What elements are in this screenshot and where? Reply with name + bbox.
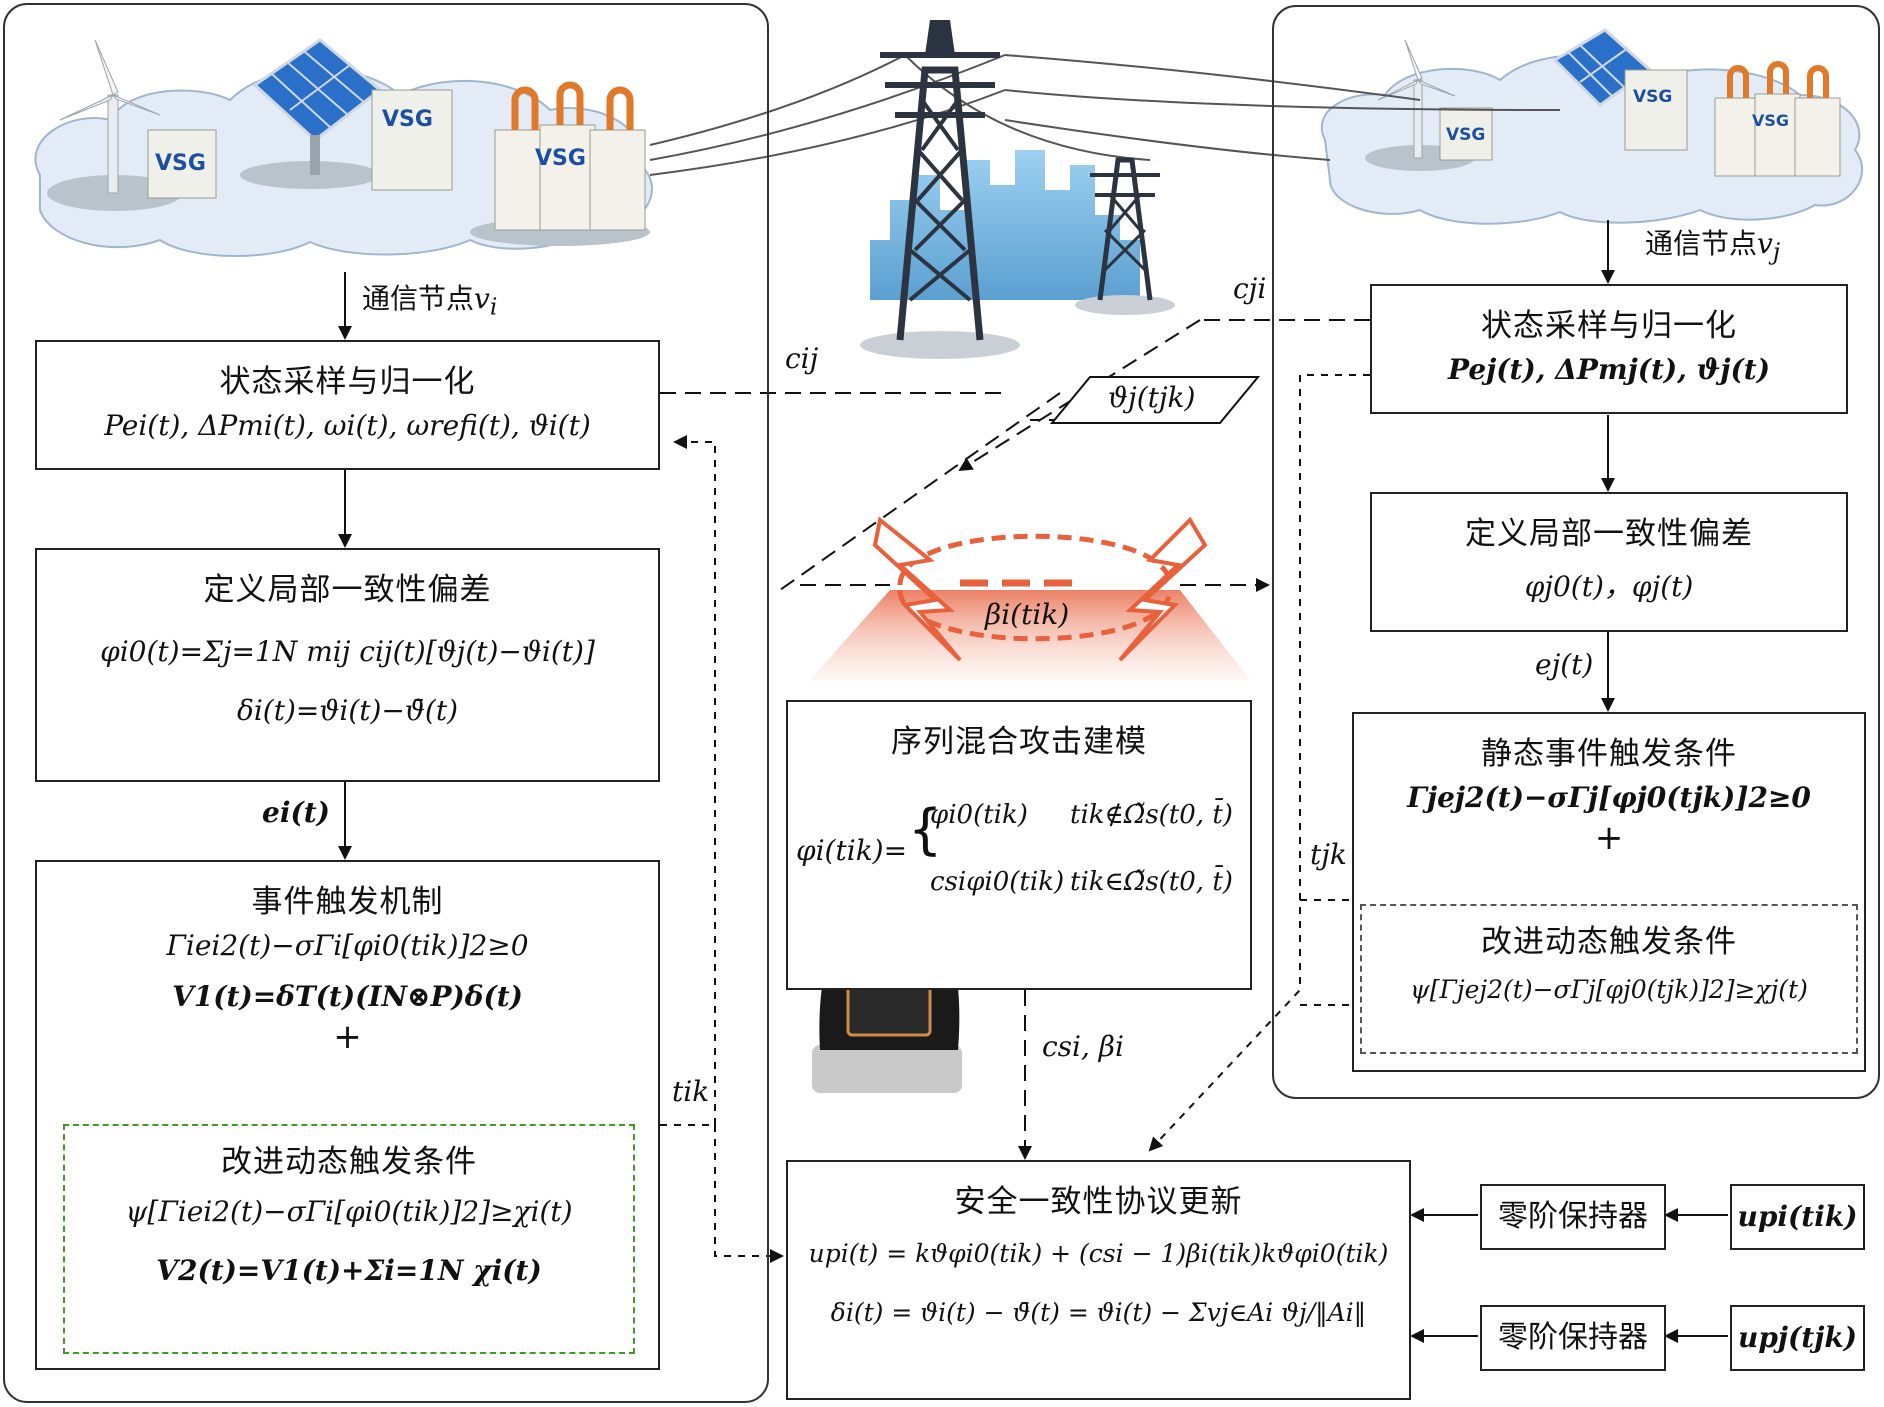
left-deviation-box: 定义局部一致性偏差 φi0(t)=Σj=1N mij cij(t)[ϑj(t)−… [35, 548, 660, 782]
attack-channel [810, 516, 1250, 680]
vsg-label: VSG [1633, 87, 1672, 107]
right-dynamic-formula: ψ[Γjej2(t)−σΓj[φj0(tjk)]2]≥χj(t) [1410, 975, 1808, 1004]
tower-icon [1075, 157, 1175, 315]
input-upi: upi(tik) [1730, 1184, 1865, 1250]
generator-icon: VSG [470, 81, 650, 246]
left-event-title: 事件触发机制 [251, 884, 444, 920]
vsg-label: VSG [382, 107, 433, 132]
right-dynamic-trigger-box: 改进动态触发条件 ψ[Γjej2(t)−σΓj[φj0(tjk)]2]≥χj(t… [1360, 904, 1858, 1054]
left-dynamic-trigger-box: 改进动态触发条件 ψ[Γiei2(t)−σΓi[φi0(tik)]2]≥χi(t… [63, 1124, 635, 1354]
right-deviation-box: 定义局部一致性偏差 φj0(t)，φj(t) [1370, 492, 1848, 632]
left-sample-formula: Pei(t), ΔPmi(t), ωi(t), ωrefi(t), ϑi(t) [104, 409, 591, 442]
right-sample-formula: Pej(t), ΔPmj(t), ϑj(t) [1448, 353, 1770, 386]
left-sample-box: 状态采样与归一化 Pei(t), ΔPmi(t), ωi(t), ωrefi(t… [35, 340, 660, 470]
left-e-label: ei(t) [262, 796, 330, 829]
attack-row1-value: φi0(tik) [930, 800, 1028, 830]
solar-panel-icon: VSG [1552, 28, 1688, 151]
right-dynamic-title: 改进动态触发条件 [1481, 924, 1737, 960]
attack-model-title: 序列混合攻击建模 [891, 724, 1147, 760]
left-event-box: 事件触发机制 Γiei2(t)−σΓi[φi0(tik)]2≥0 V1(t)=δ… [35, 860, 660, 1370]
protocol-update-box: 安全一致性协议更新 upi(t) = kϑφi0(tik) + (csi − 1… [786, 1160, 1411, 1400]
cij-label: cij [785, 342, 819, 375]
vsg-label: VSG [155, 151, 206, 176]
theta-j-packet: ϑj(tjk) [1050, 375, 1260, 425]
left-deviation-title: 定义局部一致性偏差 [203, 572, 492, 608]
right-event-title: 静态事件触发条件 [1481, 736, 1737, 772]
right-deviation-title: 定义局部一致性偏差 [1465, 516, 1753, 552]
beta-label: βi(tik) [985, 598, 1070, 631]
input-upj: upj(tjk) [1730, 1305, 1865, 1371]
left-tk-label: tik [672, 1075, 710, 1108]
right-event-formula: Γjej2(t)−σΓj[φj0(tjk)]2≥0 [1407, 781, 1811, 814]
attack-brace: { [908, 798, 943, 861]
left-dynamic-title: 改进动态触发条件 [221, 1144, 477, 1180]
right-tk-label: tjk [1310, 838, 1347, 871]
left-dynamic-formula-1: ψ[Γiei2(t)−σΓi[φi0(tik)]2]≥χi(t) [125, 1195, 573, 1228]
wind-turbine-icon: VSG [47, 39, 217, 211]
right-event-box: 静态事件触发条件 Γjej2(t)−σΓj[φj0(tjk)]2≥0 + 改进动… [1352, 712, 1866, 1072]
right-node-panel [1272, 5, 1880, 1099]
solar-panel-icon: VSG [240, 38, 453, 191]
attack-row1-condition: tik∉Ω̃s(t0, t̄) [1070, 800, 1233, 830]
right-event-plus: + [1594, 818, 1624, 858]
vsg-label: VSG [535, 146, 586, 171]
power-lines [649, 54, 1561, 176]
right-deviation-formula: φj0(t)，φj(t) [1524, 570, 1694, 603]
vsg-label: VSG [1752, 111, 1789, 130]
right-sample-title: 状态采样与归一化 [1481, 308, 1737, 344]
vsg-label: VSG [1446, 125, 1485, 145]
right-sample-box: 状态采样与归一化 Pej(t), ΔPmj(t), ϑj(t) [1370, 284, 1848, 414]
cji-label: cji [1233, 272, 1267, 305]
right-e-label: ej(t) [1535, 648, 1594, 681]
protocol-title: 安全一致性协议更新 [954, 1184, 1243, 1220]
left-dynamic-formula-2: V2(t)=V1(t)+Σi=1N χi(t) [156, 1254, 542, 1287]
tower-icon [860, 20, 1020, 359]
right-node-label: 通信节点vj [1645, 227, 1781, 266]
zoh-block-2: 零阶保持器 [1480, 1305, 1666, 1371]
wind-turbine-icon: VSG [1365, 39, 1493, 171]
theta-j-label: ϑj(tjk) [1108, 381, 1196, 414]
generator-icon: VSG [1714, 61, 1841, 177]
left-event-formula-2: V1(t)=δT(t)(IN⊗P)δ(t) [172, 980, 523, 1013]
left-deviation-formula-2: δi(t)=ϑi(t)−ϑ̄(t) [236, 694, 459, 727]
solid-arrows [338, 220, 1728, 1343]
attack-model-box: 序列混合攻击建模 φi(tik)= { φi0(tik) tik∉Ω̃s(t0,… [786, 700, 1252, 990]
protocol-formula-1: upi(t) = kϑφi0(tik) + (csi − 1)βi(tik)kϑ… [808, 1239, 1389, 1268]
attack-row2-value: csiφi0(tik) [930, 867, 1065, 897]
protocol-formula-2: δi(t) = ϑi(t) − ϑ̄(t) = ϑi(t) − Σvj∈Ai ϑ… [830, 1298, 1367, 1327]
left-deviation-formula-1: φi0(t)=Σj=1N mij cij(t)[ϑj(t)−ϑi(t)] [100, 635, 595, 668]
attack-lhs: φi(tik)= [796, 834, 908, 867]
left-event-formula-1: Γiei2(t)−σΓi[φi0(tik)]2≥0 [166, 929, 529, 962]
fine-dashed-connectors [660, 374, 1370, 1263]
packet-shape [1050, 376, 1260, 424]
left-node-label: 通信节点vi [362, 282, 498, 321]
left-event-plus: + [333, 1017, 362, 1057]
dashed-connectors [660, 319, 1370, 1160]
csi-beta-label: csi, βi [1042, 1030, 1124, 1063]
city-skyline [870, 150, 1140, 300]
left-node-panel [3, 3, 769, 1403]
zoh-block-1: 零阶保持器 [1480, 1184, 1666, 1250]
left-sample-title: 状态采样与归一化 [219, 364, 476, 400]
attack-row2-condition: tik∈Ω̃s(t0, t̄) [1070, 867, 1233, 897]
